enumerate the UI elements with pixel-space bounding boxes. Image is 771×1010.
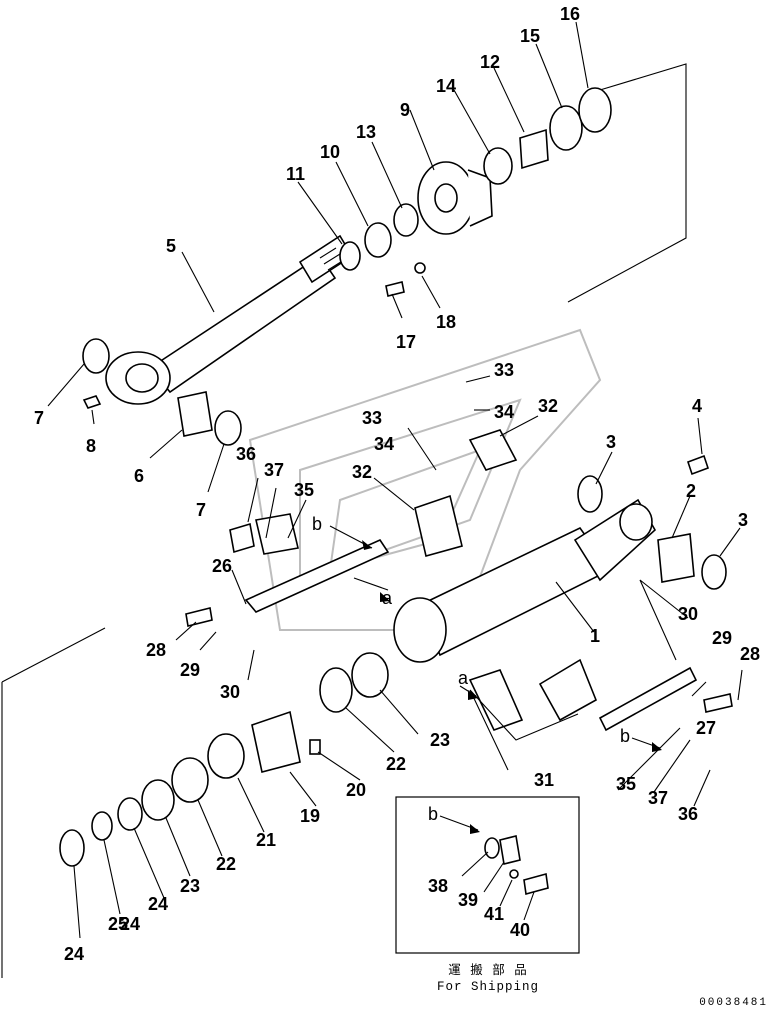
inset-caption-english: For Shipping [437,980,539,994]
drawing-code: 00038481 [699,997,768,1009]
callout-31: 31 [534,770,554,790]
callout-32: 32 [538,396,558,416]
callout-38: 38 [428,876,448,896]
callout-13: 13 [356,122,376,142]
callout-41: 41 [484,904,504,924]
callout-1: 1 [590,626,600,646]
callout-35: 35 [294,480,314,500]
callout-30: 30 [220,682,240,702]
callout-12: 12 [480,52,500,72]
callout-36: 36 [678,804,698,824]
callout-3: 3 [738,510,748,530]
callout-33: 33 [494,360,514,380]
callout-17: 17 [396,332,416,352]
view-marker-b: b [620,726,630,746]
inset-parts [484,835,549,896]
callout-20: 20 [346,780,366,800]
callout-24: 24 [148,894,168,914]
callout-19: 19 [300,806,320,826]
callout-29: 29 [712,628,732,648]
callout-22: 22 [216,854,236,874]
callout-6: 6 [134,466,144,486]
callout-39: 39 [458,890,478,910]
seal-rings-top [82,87,612,446]
cylinder-head [417,161,493,235]
callout-5: 5 [166,236,176,256]
callout-30: 30 [678,604,698,624]
callout-36: 36 [236,444,256,464]
callout-14: 14 [436,76,456,96]
callout-7: 7 [196,500,206,520]
callout-21: 21 [256,830,276,850]
bracket-lines [1,63,687,978]
callout-16: 16 [560,4,580,24]
callout-4: 4 [692,396,702,416]
callout-26: 26 [212,556,232,576]
piston-rod [105,234,354,405]
callout-28: 28 [740,644,760,664]
callout-25: 25 [108,914,128,934]
callout-22: 22 [386,754,406,774]
callout-numbers: 1 2 3 3 4 5 6 7 7 8 9 10 11 12 13 14 15 … [34,4,760,964]
view-marker-a: a [458,668,469,688]
callout-32: 32 [352,462,372,482]
shipping-inset-box [395,796,580,954]
callout-15: 15 [520,26,540,46]
view-marker-b: b [428,804,438,824]
callout-27: 27 [696,718,716,738]
callout-23: 23 [430,730,450,750]
callout-2: 2 [686,481,696,501]
callout-40: 40 [510,920,530,940]
cylinder-tube [393,454,727,663]
callout-37: 37 [648,788,668,808]
inset-caption-japanese: 運 搬 部 品 [448,962,528,978]
callout-35: 35 [616,774,636,794]
callout-34: 34 [374,434,394,454]
callout-28: 28 [146,640,166,660]
callout-29: 29 [180,660,200,680]
callout-24: 24 [64,944,84,964]
view-arrows [329,525,662,834]
callout-7: 7 [34,408,44,428]
callout-18: 18 [436,312,456,332]
callout-23: 23 [180,876,200,896]
view-marker-letters: a a b b b [312,514,630,824]
view-marker-a: a [382,588,393,608]
callout-9: 9 [400,100,410,120]
callout-33: 33 [362,408,382,428]
callout-10: 10 [320,142,340,162]
callout-8: 8 [86,436,96,456]
piston-and-seals [59,429,733,867]
callout-24: 24 [120,914,140,934]
callout-37: 37 [264,460,284,480]
leader-lines [47,21,743,939]
callout-34: 34 [494,402,514,422]
view-marker-b: b [312,514,322,534]
callout-11: 11 [286,164,305,184]
callout-3: 3 [606,432,616,452]
